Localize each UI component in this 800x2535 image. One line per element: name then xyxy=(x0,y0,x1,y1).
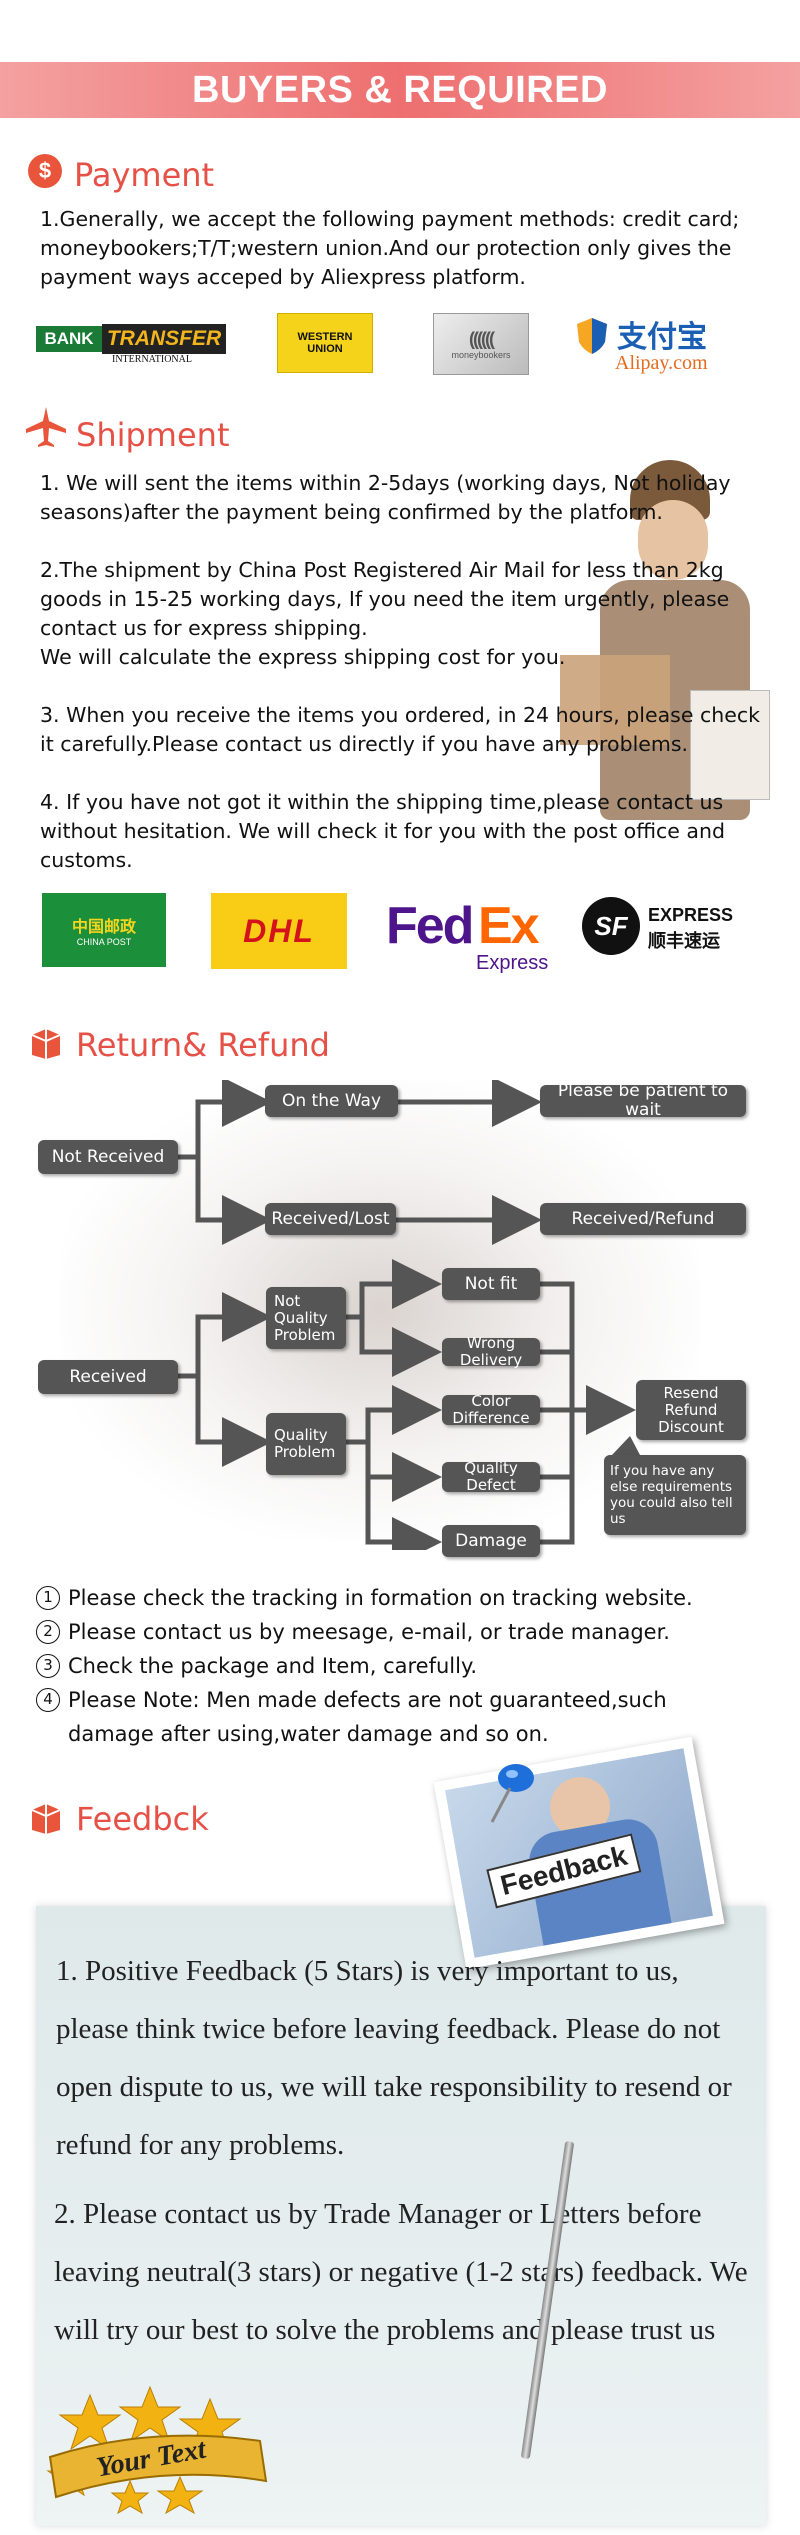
refund-notes: 1 Please check the tracking in formation… xyxy=(36,1581,756,1751)
fedex-ex-label: Ex xyxy=(478,897,540,955)
flow-on-the-way: On the Way xyxy=(265,1085,398,1117)
page-title: BUYERS & REQUIRED xyxy=(192,69,608,111)
stars-icon xyxy=(46,2385,268,2515)
pushpin-icon xyxy=(490,1764,534,1823)
feedback-p1: 1. Positive Feedback (5 Stars) is very i… xyxy=(56,1955,732,2161)
china-post-logo: 中国邮政 CHINA POST xyxy=(42,893,166,967)
note-number: 4 xyxy=(36,1688,60,1712)
gold-stars-badge: Your Text xyxy=(30,2385,280,2515)
note-text: Please check the tracking in formation o… xyxy=(68,1586,693,1610)
flow-not-fit: Not fit xyxy=(442,1268,540,1300)
dhl-logo: DHL xyxy=(211,893,347,969)
flow-be-patient: Please be patient to wait xyxy=(540,1082,746,1120)
note-item: 3 Check the package and Item, carefully. xyxy=(36,1649,756,1683)
sf-cn-label: 顺丰速运 xyxy=(648,931,720,952)
alipay-cn-label: 支付宝 xyxy=(617,320,707,355)
bank-label: BANK xyxy=(36,326,102,352)
fedex-logo: Fed Ex Express xyxy=(386,896,566,980)
flow-not-quality: Not Quality Problem xyxy=(266,1287,346,1349)
moneybookers-label: moneybookers xyxy=(451,349,511,360)
flow-wrong-delivery: Wrong Delivery xyxy=(442,1335,540,1369)
bank-transfer-logo: BANK TRANSFER INTERNATIONAL xyxy=(36,320,226,366)
sf-express-logo: SF EXPRESS 顺丰速运 xyxy=(582,895,742,959)
flow-received-lost: Received/Lost xyxy=(265,1203,396,1235)
china-post-cn-label: 中国邮政 xyxy=(71,919,136,936)
flow-received: Received xyxy=(38,1360,178,1394)
flow-received-refund: Received/Refund xyxy=(540,1203,746,1235)
sf-mark-icon: SF xyxy=(582,897,640,955)
flow-not-received: Not Received xyxy=(38,1140,178,1174)
shield-icon xyxy=(577,318,607,354)
china-post-en-label: CHINA POST xyxy=(76,937,132,947)
shipment-p2: 2.The shipment by China Post Registered … xyxy=(40,558,730,640)
shipment-p4: 4. If you have not got it within the shi… xyxy=(40,790,725,872)
box-icon xyxy=(31,1804,61,1834)
note-number: 2 xyxy=(36,1620,60,1644)
flow-else-requirements: If you have any else requirements you co… xyxy=(604,1455,746,1535)
fedex-fed-label: Fed xyxy=(386,897,474,955)
feedback-title: Feedbck xyxy=(76,1800,209,1838)
fedex-express-label: Express xyxy=(476,952,549,974)
refund-title: Return& Refund xyxy=(76,1026,330,1064)
money-bag-icon: $ xyxy=(28,154,62,188)
alipay-en-label: Alipay.com xyxy=(615,352,708,374)
banner-bar xyxy=(0,62,800,118)
airplane-icon xyxy=(26,407,66,447)
western-label: WESTERN xyxy=(297,331,353,343)
flow-quality: Quality Problem xyxy=(266,1413,346,1475)
shipment-p1: 1. We will sent the items within 2-5days… xyxy=(40,471,731,524)
western-union-logo: WESTERN UNION xyxy=(277,313,373,373)
alipay-logo: 支付宝 Alipay.com xyxy=(575,312,735,378)
note-number: 3 xyxy=(36,1654,60,1678)
flow-color-difference: Color Difference xyxy=(442,1393,540,1427)
moneybookers-mark-icon: (((((( xyxy=(469,328,495,349)
payment-title: Payment xyxy=(74,156,215,194)
delivery-man-photo xyxy=(560,440,800,860)
note-item: 1 Please check the tracking in formation… xyxy=(36,1581,756,1615)
note-number: 1 xyxy=(36,1586,60,1610)
flow-quality-defect: Quality Defect xyxy=(442,1460,540,1494)
note-item: 2 Please contact us by meesage, e-mail, … xyxy=(36,1615,756,1649)
moneybookers-logo: (((((( moneybookers xyxy=(433,313,529,375)
box-icon xyxy=(31,1029,61,1059)
payment-text: 1.Generally, we accept the following pay… xyxy=(40,207,740,289)
international-label: INTERNATIONAL xyxy=(112,354,192,365)
union-label: UNION xyxy=(307,343,343,355)
note-text: Please Note: Men made defects are not gu… xyxy=(68,1688,667,1746)
note-text: Check the package and Item, carefully. xyxy=(68,1654,478,1678)
shipment-p2b: We will calculate the express shipping c… xyxy=(40,645,566,669)
note-item: 4 Please Note: Men made defects are not … xyxy=(36,1683,756,1751)
transfer-label: TRANSFER xyxy=(102,324,226,354)
flow-chart-connectors xyxy=(178,1080,640,1550)
flow-resend-refund: Resend Refund Discount xyxy=(636,1380,746,1440)
shipment-p3: 3. When you receive the items you ordere… xyxy=(40,703,760,756)
note-text: Please contact us by meesage, e-mail, or… xyxy=(68,1620,670,1644)
shipment-title: Shipment xyxy=(76,416,230,454)
flow-damage: Damage xyxy=(442,1525,540,1557)
feedback-p2: 2. Please contact us by Trade Manager or… xyxy=(54,2198,748,2346)
sf-en-label: EXPRESS xyxy=(648,905,734,925)
